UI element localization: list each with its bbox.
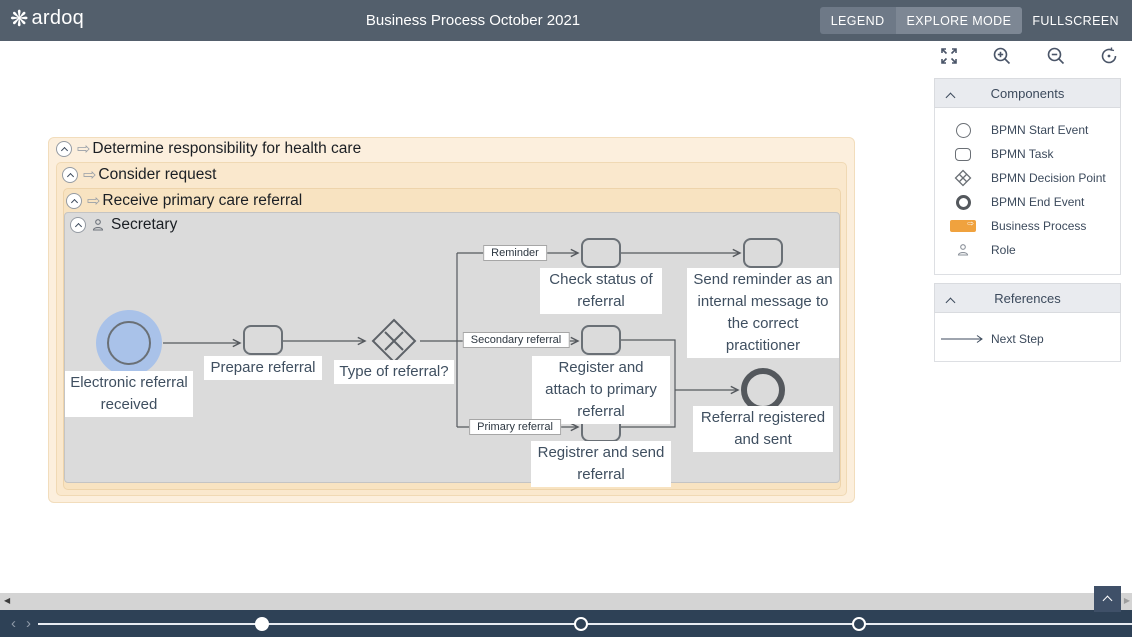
references-section-header[interactable]: References bbox=[934, 283, 1121, 313]
node-label-prepare-referral[interactable]: Prepare referral bbox=[204, 356, 322, 380]
view-toolbar bbox=[938, 45, 1120, 69]
role-icon bbox=[935, 243, 991, 257]
node-label-referral-registered[interactable]: Referral registered and sent bbox=[693, 406, 833, 452]
ardoq-knot-icon: ❋ bbox=[10, 5, 29, 31]
legend-item-label: BPMN End Event bbox=[991, 195, 1085, 209]
collapse-node-button[interactable] bbox=[66, 193, 82, 209]
legend-item-next-step: Next Step bbox=[935, 323, 1120, 349]
components-title: Components bbox=[990, 85, 1065, 101]
slide-marker[interactable] bbox=[852, 616, 866, 631]
node-label-electronic-referral-received[interactable]: Electronic referral received bbox=[65, 371, 193, 417]
legend-item-business-process: ⇨ Business Process bbox=[935, 214, 1120, 238]
zoom-in-icon[interactable] bbox=[991, 45, 1013, 67]
scroll-right-arrow-icon[interactable]: ▶ bbox=[1123, 596, 1130, 605]
legend-item-bpmn-task: BPMN Task bbox=[935, 142, 1120, 166]
collapse-node-button[interactable] bbox=[70, 217, 86, 233]
process-title[interactable]: Receive primary care referral bbox=[102, 192, 303, 209]
collapse-node-button[interactable] bbox=[56, 141, 72, 157]
zoom-out-icon[interactable] bbox=[1045, 45, 1067, 67]
scroll-left-arrow-icon[interactable]: ◀ bbox=[4, 596, 11, 605]
next-slide-button[interactable]: › bbox=[26, 615, 31, 632]
next-step-arrow-icon bbox=[935, 334, 991, 344]
collapse-components-icon[interactable] bbox=[945, 88, 956, 103]
legend-explore-group: LEGEND EXPLORE MODE bbox=[819, 7, 1023, 34]
explore-mode-button[interactable]: EXPLORE MODE bbox=[895, 7, 1023, 34]
references-list: Next Step bbox=[934, 313, 1121, 362]
edge-label-reminder[interactable]: Reminder bbox=[483, 245, 547, 261]
role-person-icon bbox=[91, 218, 105, 232]
fullscreen-button[interactable]: FULLSCREEN bbox=[1032, 13, 1119, 28]
components-list: BPMN Start Event BPMN Task BPMN Decision… bbox=[934, 108, 1121, 275]
legend-item-role: Role bbox=[935, 238, 1120, 262]
collapse-node-button[interactable] bbox=[62, 167, 78, 183]
process-title[interactable]: Determine responsibility for health care bbox=[92, 140, 362, 157]
legend-item-label: BPMN Decision Point bbox=[991, 171, 1106, 185]
chevron-up-icon bbox=[1102, 595, 1113, 606]
page-title: Business Process October 2021 bbox=[365, 12, 581, 29]
header-determine-responsibility: ⇨ Determine responsibility for health ca… bbox=[56, 139, 361, 159]
bpmn-task-shape-register-attach[interactable] bbox=[581, 325, 621, 355]
header-secretary: Secretary bbox=[70, 216, 177, 234]
components-section-header[interactable]: Components bbox=[934, 78, 1121, 108]
horizontal-scrollbar[interactable]: ◀ ▶ bbox=[0, 593, 1132, 610]
ardoq-logo[interactable]: ❋ ardoq bbox=[10, 7, 84, 30]
bpmn-task-shape-prepare-referral[interactable] bbox=[243, 325, 283, 355]
edge-label-secondary-referral[interactable]: Secondary referral bbox=[462, 332, 570, 348]
legend-item-label: BPMN Task bbox=[991, 147, 1054, 161]
legend-item-bpmn-decision-point: BPMN Decision Point bbox=[935, 166, 1120, 190]
expand-icon[interactable] bbox=[938, 45, 960, 67]
legend-button[interactable]: LEGEND bbox=[830, 13, 885, 28]
node-label-register-send[interactable]: Registrer and send referral bbox=[531, 441, 671, 487]
legend-item-bpmn-end-event: BPMN End Event bbox=[935, 190, 1120, 214]
legend-item-bpmn-start-event: BPMN Start Event bbox=[935, 118, 1120, 142]
legend-item-label: Business Process bbox=[991, 219, 1087, 233]
edge-label-primary-referral[interactable]: Primary referral bbox=[469, 419, 561, 435]
slide-marker-current[interactable] bbox=[255, 616, 269, 631]
bpmn-task-icon bbox=[935, 147, 991, 161]
node-label-register-attach[interactable]: Register and attach to primary referral bbox=[532, 356, 670, 424]
bpmn-task-shape-check-status[interactable] bbox=[581, 238, 621, 268]
slide-nav: ‹ › bbox=[6, 610, 36, 637]
bpmn-start-event-shape[interactable] bbox=[107, 321, 151, 365]
business-process-arrow-icon: ⇨ bbox=[77, 141, 91, 158]
legend-panel: Components BPMN Start Event BPMN Task BP… bbox=[934, 78, 1121, 362]
bpmn-start-event-icon bbox=[935, 122, 991, 138]
business-process-arrow-icon: ⇨ bbox=[83, 167, 97, 184]
legend-item-label: BPMN Start Event bbox=[991, 123, 1089, 137]
node-label-check-status[interactable]: Check status of referral bbox=[540, 268, 662, 314]
bpmn-end-event-icon bbox=[935, 194, 991, 210]
process-title[interactable]: Consider request bbox=[98, 166, 217, 183]
bpmn-task-shape-send-reminder[interactable] bbox=[743, 238, 783, 268]
collapse-presentation-bar-button[interactable] bbox=[1094, 586, 1121, 612]
top-bar: ❋ ardoq Business Process October 2021 LE… bbox=[0, 0, 1132, 41]
bpmn-decision-point-icon bbox=[935, 169, 991, 187]
references-title: References bbox=[994, 290, 1061, 306]
reset-zoom-icon[interactable] bbox=[1098, 45, 1120, 67]
header-consider-request: ⇨ Consider request bbox=[62, 165, 216, 185]
previous-slide-button[interactable]: ‹ bbox=[11, 615, 16, 632]
logo-text: ardoq bbox=[31, 7, 85, 29]
slide-marker[interactable] bbox=[574, 616, 588, 631]
node-label-send-reminder[interactable]: Send reminder as an internal message to … bbox=[687, 268, 839, 358]
business-process-icon: ⇨ bbox=[935, 219, 991, 232]
collapse-references-icon[interactable] bbox=[945, 293, 956, 308]
role-title[interactable]: Secretary bbox=[111, 216, 178, 233]
presentation-bar: ‹ › bbox=[0, 610, 1132, 637]
node-label-type-of-referral[interactable]: Type of referral? bbox=[334, 360, 454, 384]
business-process-arrow-icon: ⇨ bbox=[87, 193, 101, 210]
header-receive-primary-care-referral: ⇨ Receive primary care referral bbox=[66, 191, 302, 211]
legend-item-label: Next Step bbox=[991, 332, 1044, 346]
topbar-buttons: LEGEND EXPLORE MODE FULLSCREEN bbox=[819, 7, 1121, 34]
legend-item-label: Role bbox=[991, 243, 1016, 257]
